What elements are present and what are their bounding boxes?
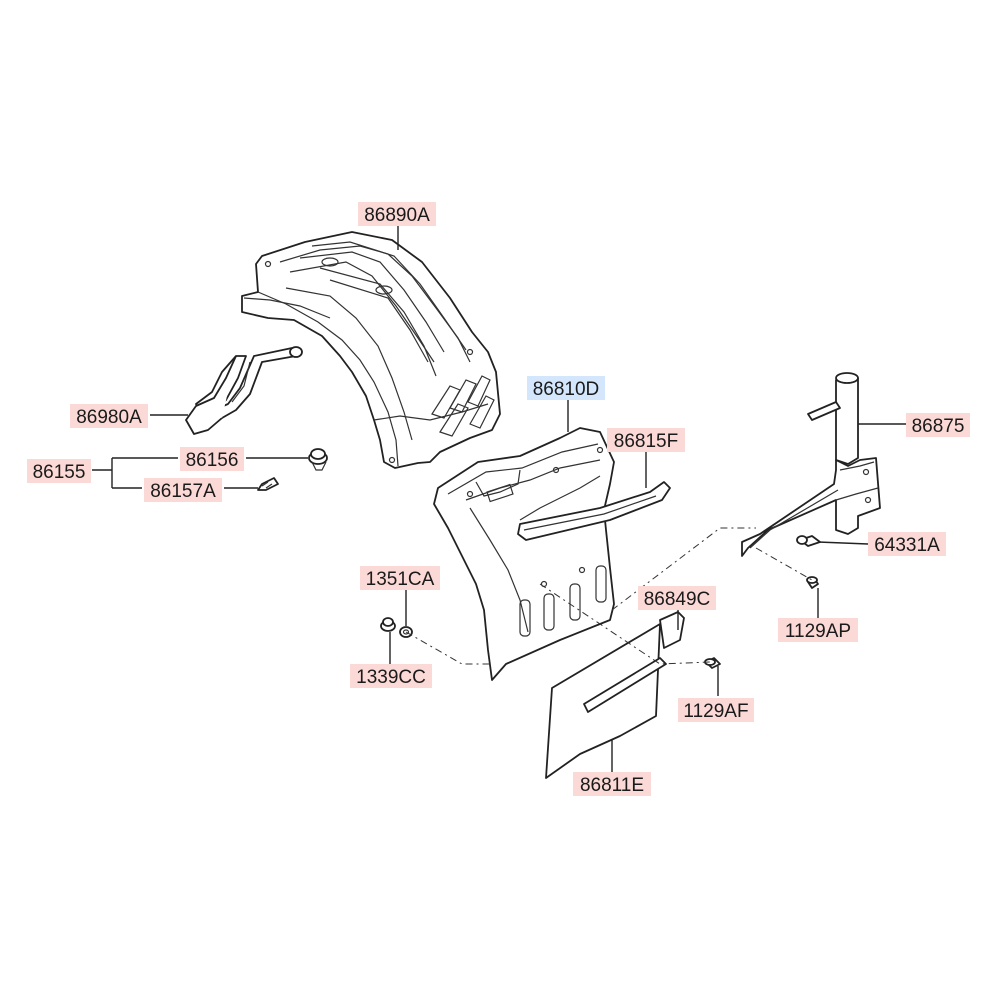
svg-text:86157A: 86157A [150,481,216,502]
bolt-64331a-part [796,535,821,547]
screw-86157a-part [257,477,279,491]
part-label-86157a: 86157A [144,478,222,502]
fender-liner-part [241,231,501,469]
part-label-86155: 86155 [27,459,91,483]
part-label-86811e: 86811E [573,772,651,796]
washer-1351ca-part [399,626,413,638]
svg-text:86890A: 86890A [364,205,430,226]
svg-text:64331A: 64331A [874,535,940,556]
part-label-86815f: 86815F [607,428,685,452]
part-label-86890a: 86890A [358,202,436,226]
svg-text:1129AP: 1129AP [785,621,851,642]
svg-text:86810D: 86810D [533,379,600,400]
bracket-strip-part [517,481,671,541]
svg-text:86815F: 86815F [614,431,678,452]
svg-text:86980A: 86980A [76,407,142,428]
part-label-86156: 86156 [180,447,244,471]
svg-text:1129AF: 1129AF [683,701,748,722]
svg-text:86155: 86155 [33,462,86,483]
svg-text:86156: 86156 [186,450,239,471]
part-label-86875: 86875 [906,413,970,437]
part-label-1351ca: 1351CA [360,566,440,590]
nut-1339cc-part [380,617,396,632]
svg-text:1339CC: 1339CC [356,667,426,688]
flap-part [545,623,667,779]
svg-text:86849C: 86849C [644,589,711,610]
svg-text:1351CA: 1351CA [366,569,435,590]
bolt-1129ap-part [806,576,819,589]
part-label-86849c: 86849C [638,586,716,610]
leader-lines [92,223,906,772]
assembly-lines [405,527,813,665]
part-label-64331a: 64331A [868,532,946,556]
part-label-1129ap: 1129AP [778,618,858,642]
strip-86849c-part [659,611,685,649]
clip-86156-part [308,448,328,471]
mounting-bracket-part [741,372,881,557]
svg-text:86811E: 86811E [580,775,644,796]
part-label-1129af: 1129AF [678,698,754,722]
mud-guard-part [433,427,615,681]
part-label-1339cc: 1339CC [350,664,432,688]
svg-text:86875: 86875 [912,416,965,437]
hose-part [185,346,303,435]
part-label-86810d: 86810D [527,376,605,400]
part-label-86980a: 86980A [70,404,148,428]
